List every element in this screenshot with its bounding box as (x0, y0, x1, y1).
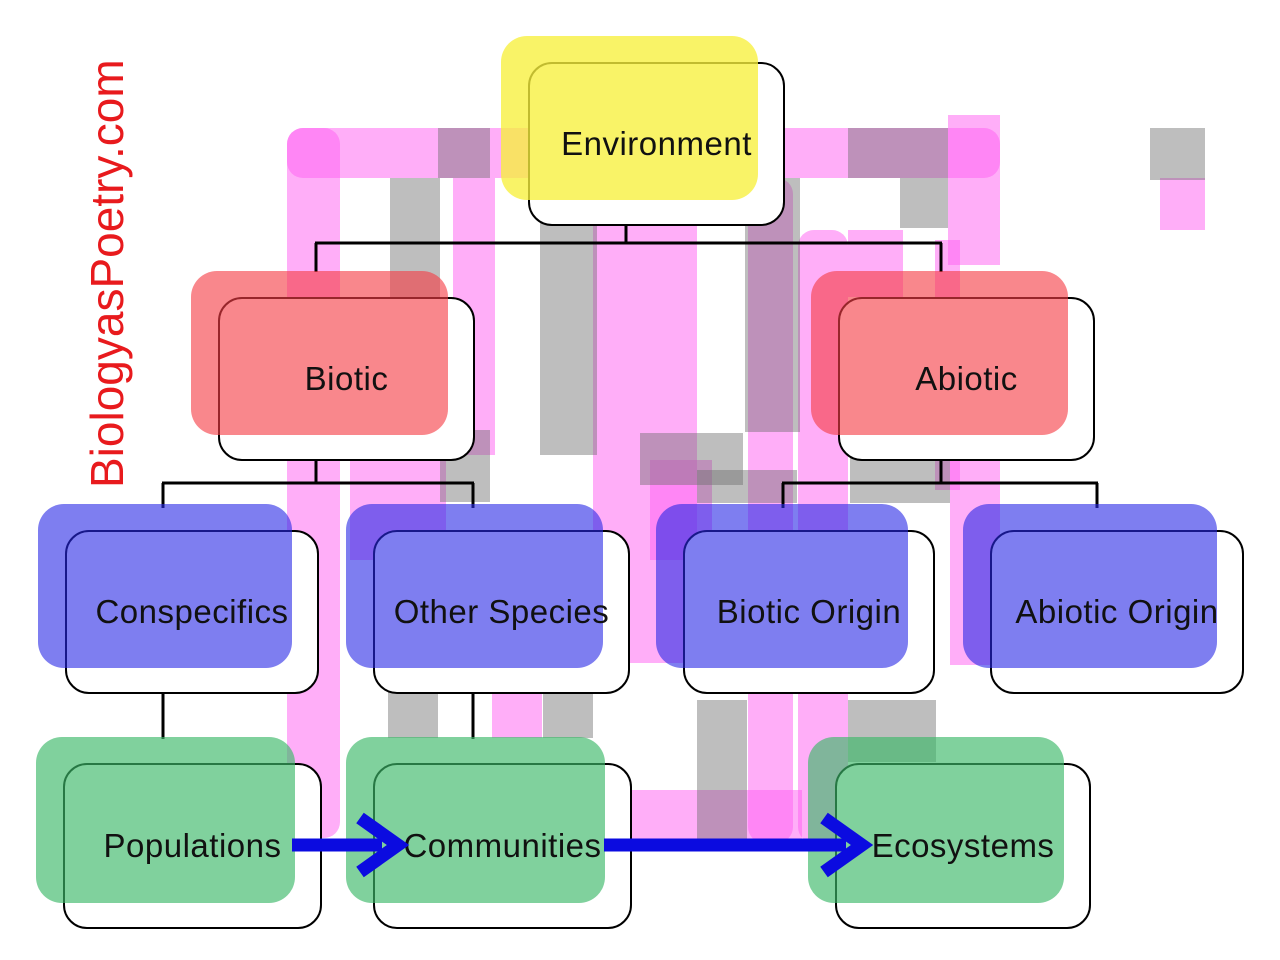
node-communities: Communities (346, 737, 632, 929)
node-abiotic-origin-label: Abiotic Origin (1015, 593, 1219, 630)
node-conspecifics: Conspecifics (38, 504, 319, 694)
node-biotic: Biotic (191, 271, 475, 461)
gray-ribbon (1150, 128, 1205, 180)
node-biotic-label: Biotic (304, 360, 389, 397)
pink-ribbon (1160, 178, 1205, 230)
gray-ribbon (900, 128, 948, 228)
node-populations-label: Populations (103, 827, 282, 864)
gray-ribbon (850, 457, 950, 503)
node-abiotic: Abiotic (811, 271, 1095, 461)
gray-ribbon (848, 128, 900, 178)
gray-ribbon (697, 470, 797, 503)
populations-to-communities-arrow (292, 812, 410, 878)
node-biotic-origin: Biotic Origin (656, 504, 935, 694)
node-environment-label: Environment (561, 125, 752, 162)
gray-ribbon (543, 692, 593, 738)
gray-ribbon (438, 128, 490, 178)
communities-to-ecosystems-arrow (604, 812, 874, 878)
pink-ribbon (627, 790, 802, 843)
node-abiotic-origin: Abiotic Origin (963, 504, 1244, 694)
pink-ribbon (492, 692, 542, 738)
node-communities-label: Communities (403, 827, 602, 864)
node-other-species-label: Other Species (393, 593, 610, 630)
node-populations: Populations (36, 737, 322, 929)
node-ecosystems-label: Ecosystems (871, 827, 1055, 864)
gray-ribbon (697, 700, 747, 843)
node-abiotic-label: Abiotic (915, 360, 1018, 397)
gray-ribbon (640, 433, 743, 485)
gray-ribbon (388, 692, 438, 738)
node-conspecifics-label: Conspecifics (95, 593, 289, 630)
node-ecosystems: Ecosystems (808, 737, 1091, 929)
node-biotic-origin-label: Biotic Origin (716, 593, 902, 630)
node-environment: Environment (501, 36, 785, 226)
tree-line (161, 222, 1099, 739)
node-other-species: Other Species (346, 504, 630, 694)
site-watermark: BiologyasPoetry.com (81, 59, 133, 488)
